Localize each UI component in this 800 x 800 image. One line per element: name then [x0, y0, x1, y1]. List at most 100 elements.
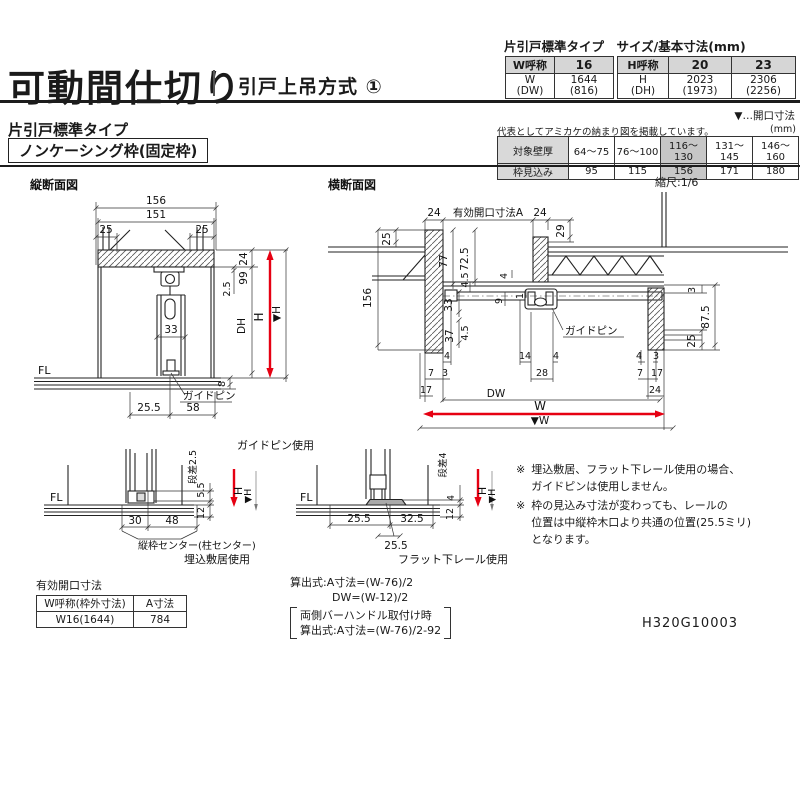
hs-dim-3-right: 3 [687, 287, 698, 293]
header-rule [0, 100, 800, 103]
sill-dim-12: 12 [196, 507, 207, 519]
rail-floor-level-label: FL [300, 491, 313, 504]
rail-dim-12: 12 [445, 508, 456, 520]
scale-note: 縮尺:1/6 [655, 176, 699, 189]
hs-dim-87-5: 87.5 [700, 305, 712, 328]
note-2-line1: 枠の見込み寸法が変わっても、レールの [531, 499, 728, 512]
hs-dim-29: 29 [555, 224, 567, 237]
vs-dim-2-5: 2.5 [222, 281, 233, 296]
hs-dim-4-5-lower: 4.5 [460, 325, 471, 340]
wall-row2-c3-highlight: 156 [660, 163, 707, 180]
hs-dim-24-left: 24 [427, 207, 441, 219]
hs-dim-7-right: 7 [637, 368, 643, 379]
vs-dimension-lines [93, 202, 289, 419]
page-title: 可動間仕切り [8, 67, 242, 110]
vs-h-arrow [266, 250, 274, 378]
hs-dim-37: 37 [444, 329, 456, 342]
vs-dim-h: H [252, 312, 266, 321]
hs-pocket-end-hatched [647, 287, 665, 351]
rail-dim-25-5-center: 25.5 [384, 540, 407, 552]
rail-caption: フラット下レール使用 [398, 553, 508, 566]
hs-dim-28: 28 [536, 368, 548, 379]
note-2-marker: ※ [516, 499, 526, 512]
notes-block: ※ 埋込敷居、フラット下レール使用の場合、 ガイドピンは使用しません。 ※ 枠の… [516, 461, 794, 550]
rail-dim-4: 4 [446, 495, 457, 501]
hs-dim-3-br: 3 [653, 351, 659, 362]
h-table-header: H呼称 [617, 56, 669, 74]
vs-dim-151: 151 [146, 209, 166, 221]
hs-dim-3-left: 3 [442, 368, 448, 379]
hs-left-jamb-hatched [424, 229, 444, 354]
wall-row2-c5: 180 [752, 163, 799, 180]
hs-dim-156: 156 [362, 288, 374, 308]
h-table-row-label: H (DH) [617, 73, 669, 99]
hs-dim-17-left: 17 [420, 385, 432, 396]
sill-dim-h: H [232, 487, 245, 495]
hs-dim-14: 14 [519, 351, 531, 362]
h-table-size-23: 23 [731, 56, 796, 74]
wall-table-row1: 対象壁厚 64〜75 76〜100 116〜130 131〜145 146〜16… [497, 136, 799, 164]
w-table-row-value: 1644 (816) [554, 73, 614, 99]
rail-dim-32-5: 32.5 [400, 513, 423, 525]
hs-dim-4-br: 4 [636, 351, 642, 362]
h-label-line1: H [639, 74, 647, 86]
rail-dimension-lines [327, 471, 494, 539]
flat-rail-drawing: FL 段差4 4 12 H ▼H 25.5 32.5 25.5 フラット下レール… [296, 449, 508, 566]
hs-dim-72-5: 72.5 [459, 247, 471, 270]
effective-opening-data-row: W16(1644) 784 [36, 611, 187, 628]
rail-structure [296, 449, 440, 517]
sill-step-label: 段差2.5 [187, 450, 199, 484]
formula-condition: 両側バーハンドル取付け時 [300, 609, 432, 622]
w-label-line2: (DW) [516, 85, 544, 97]
wall-row1-c5: 146〜160 [752, 136, 799, 164]
w-table-size: 16 [554, 56, 614, 74]
effective-opening-block: 有効開口寸法 W呼称(枠外寸法) A寸法 W16(1644) 784 [36, 577, 187, 628]
hs-dim-25: 25 [381, 232, 393, 245]
horizontal-section-title: 横断面図 [328, 177, 376, 192]
hs-dim-9: 9 [494, 298, 505, 304]
hs-dim-4-mid: 4 [553, 351, 559, 362]
h-table-size-20: 20 [668, 56, 732, 74]
h-size-table: H呼称 20 23 H (DH) 2023 (1973) 2306 (2256) [617, 56, 796, 99]
wall-table-row2: 枠見込み 95 115 156 171 180 [497, 163, 799, 180]
w-value-line2: (816) [569, 85, 599, 97]
note-2: ※ 枠の見込み寸法が変わっても、レールの 位置は中縦枠木口より共通の位置(25.… [516, 497, 794, 548]
wall-thickness-table: 対象壁厚 64〜75 76〜100 116〜130 131〜145 146〜16… [497, 136, 799, 180]
h-value-23-line2: (2256) [746, 85, 781, 97]
vs-caption-guide-pin: ガイドピン使用 [237, 439, 314, 452]
vs-dim-25-5: 25.5 [137, 402, 160, 414]
vs-lintel-hatched [97, 249, 215, 268]
h-table-value-20: 2023 (1973) [668, 73, 732, 99]
rail-step-label: 段差4 [437, 452, 449, 477]
vs-dim-dh: DH [236, 318, 248, 334]
note-2-line2: 位置は中縦枠木口より共通の位置(25.5ミリ) [531, 516, 752, 529]
wall-table-caption: 代表としてアミカケの納まり図を掲載しています。 [497, 127, 714, 138]
document-code: H320G10003 [642, 616, 739, 631]
hs-dim-w-mark: ▼W [531, 415, 550, 427]
vs-dim-8: 8 [217, 381, 228, 387]
h-value-23-line1: 2306 [750, 74, 777, 86]
note-1-line1: 埋込敷居、フラット下レール使用の場合、 [531, 463, 741, 476]
w-table-row-label: W (DW) [505, 73, 555, 99]
sill-h-arrow [230, 469, 238, 507]
hs-dim-24-right-bottom: 24 [649, 385, 661, 396]
wall-row1-c4: 131〜145 [706, 136, 753, 164]
note-1-marker: ※ [516, 463, 526, 476]
hs-dim-dw: DW [487, 388, 506, 400]
w-value-line1: 1644 [570, 74, 598, 86]
eo-head-a: A寸法 [133, 595, 187, 612]
note-1: ※ 埋込敷居、フラット下レール使用の場合、 ガイドピンは使用しません。 [516, 461, 794, 495]
vs-dim-156: 156 [146, 195, 166, 207]
eo-value-a: 784 [133, 611, 187, 628]
sill-dim-h-mark: ▼H [243, 489, 254, 503]
wall-row2-label: 枠見込み [497, 163, 569, 180]
hs-effective-opening-label: 有効開口寸法A [453, 206, 524, 219]
effective-opening-table: W呼称(枠外寸法) A寸法 W16(1644) 784 [36, 595, 187, 628]
wall-row1-label: 対象壁厚 [497, 136, 569, 164]
formulas-block: 算出式:A寸法=(W-76)/2 DW=(W-12)/2 両側バーハンドル取付け… [290, 575, 452, 639]
sill-caption: 埋込敷居使用 [184, 552, 250, 566]
hs-dim-4-upper: 4 [499, 273, 510, 279]
effective-opening-header-row: W呼称(枠外寸法) A寸法 [36, 595, 187, 612]
sill-structure [44, 449, 194, 517]
spec-table-title: 片引戸標準タイプ サイズ/基本寸法(mm) [504, 39, 746, 54]
